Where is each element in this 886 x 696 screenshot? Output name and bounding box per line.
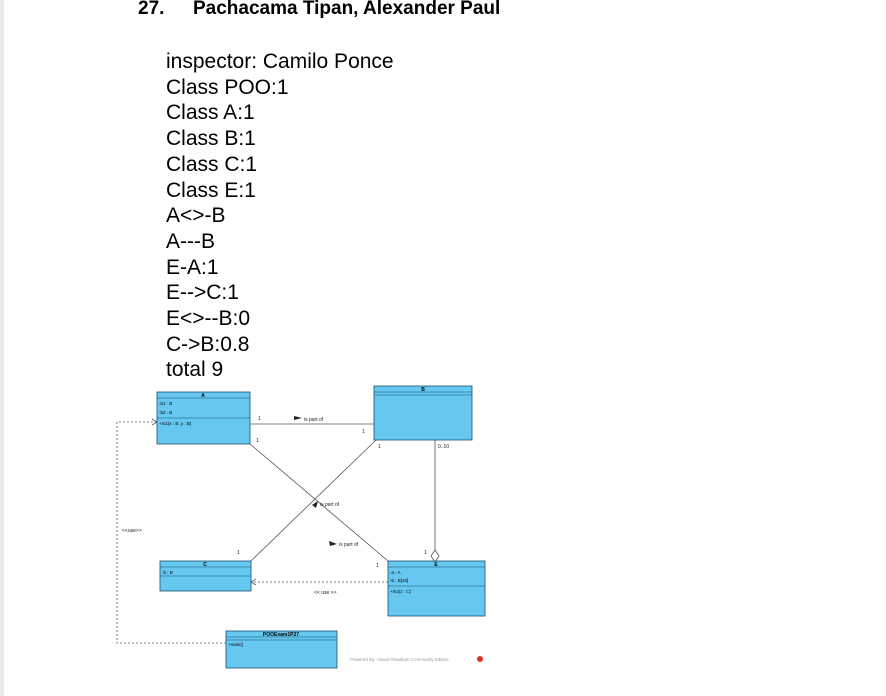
- grade-line-e-aggregation-b: E<>--B:0: [166, 307, 251, 331]
- class-b-name: B: [421, 387, 425, 393]
- class-a-attr-2: -b2 : B: [159, 410, 172, 415]
- mult-e-top: 1: [376, 563, 379, 569]
- mult-c-top: 1: [237, 550, 240, 556]
- label-use-bottom: << use >>: [314, 590, 337, 596]
- class-c-name: C: [203, 562, 207, 568]
- class-c-attr-1: -b : B: [162, 570, 173, 575]
- direction-triangle-icon: [329, 541, 337, 546]
- class-a-attr-1: -b1 : B: [159, 401, 172, 406]
- grade-line-inspector: inspector: Camilo Ponce: [166, 50, 394, 73]
- grade-line-a-aggregation-b: A<>-B: [166, 204, 226, 228]
- label-use-left: <<use>>: [122, 528, 142, 534]
- uml-class-diagram: A -b1 : B -b2 : B +m1(x : B, y : B) B C …: [116, 385, 486, 669]
- mult-b-left: 1: [362, 429, 365, 435]
- main-a-dependency-line: [116, 421, 226, 644]
- label-is-part-of-center: is part of: [320, 502, 340, 508]
- direction-markers: [294, 416, 337, 546]
- class-e-name: E: [434, 562, 438, 568]
- relationship-lines: [116, 421, 440, 644]
- grade-line-total: total 9: [166, 358, 224, 382]
- class-a: A -b1 : B -b2 : B +m1(x : B, y : B): [156, 391, 251, 445]
- grade-line-e-c: E-->C:1: [166, 281, 239, 305]
- grade-line-c-b: C->B:0.8: [166, 332, 250, 356]
- grade-line-class-b: Class B:1: [166, 127, 256, 151]
- mult-b-bottom-left: 1: [378, 444, 381, 450]
- class-b: B: [373, 385, 473, 441]
- grade-line-class-c: Class C:1: [166, 152, 258, 176]
- label-is-part-of-lower: is part of: [339, 542, 359, 548]
- class-c: C -b : B: [159, 560, 252, 592]
- grade-list: inspector: Camilo Ponce Class POO:1 Clas…: [166, 49, 394, 383]
- direction-triangle-icon: [294, 416, 302, 420]
- class-a-name: A: [201, 393, 205, 399]
- grade-line-class-poo: Class POO:1: [166, 75, 289, 99]
- student-heading: 27. Pachacama Tipan, Alexander Paul: [138, 0, 500, 20]
- mult-b-range: 0..10: [438, 444, 449, 450]
- mult-e-diamond: 1: [424, 550, 427, 556]
- mult-a-below: 1: [256, 438, 259, 444]
- a-e-association-line: [249, 443, 389, 562]
- class-main-name: POOExam1P27: [263, 632, 299, 638]
- page-left-rule: [0, 0, 4, 696]
- grade-line-class-a: Class A:1: [166, 101, 255, 125]
- label-is-part-of-top: is part of: [304, 417, 324, 423]
- student-name: Pachacama Tipan, Alexander Paul: [193, 0, 501, 19]
- diagram-footer: Powered By: Visual Paradigm Community Ed…: [350, 657, 449, 662]
- b-c-association-line: [250, 439, 377, 562]
- class-e-op-1: +m2(z : C): [390, 589, 412, 594]
- class-e-attr-2: -b : B[10]: [390, 578, 408, 583]
- class-e-attr-1: -a : A: [390, 570, 401, 575]
- visual-paradigm-logo-icon: [477, 656, 483, 662]
- grade-line-e-a: E-A:1: [166, 255, 219, 279]
- class-main-op-1: +main(): [228, 642, 244, 647]
- grade-line-class-e: Class E:1: [166, 178, 256, 202]
- class-a-op-1: +m1(x : B, y : B): [159, 421, 192, 426]
- class-main: POOExam1P27 +main(): [225, 630, 338, 669]
- grade-line-a-association-b: A---B: [166, 229, 215, 253]
- aggregation-diamond-icon: [430, 549, 440, 563]
- class-e: E -a : A -b : B[10] +m2(z : C): [387, 560, 486, 617]
- mult-a-top-right: 1: [258, 416, 261, 422]
- direction-triangle-icon: [312, 501, 318, 508]
- student-number: 27.: [138, 0, 165, 19]
